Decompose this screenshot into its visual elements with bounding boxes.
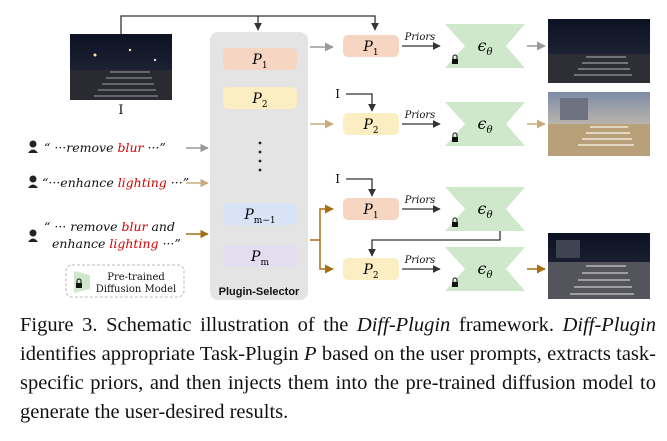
- lock-icon: [452, 217, 458, 227]
- caption-emphasis: Diff-Plugin: [356, 314, 451, 336]
- plugin-selector-pm-box: [223, 245, 297, 267]
- plugin-selector-pm1-box: [223, 203, 297, 225]
- row1-diffusion-model: [445, 24, 525, 68]
- plugin-selector-p1-box: [223, 48, 297, 70]
- row3-i-label: I: [335, 172, 340, 186]
- figure-caption: Figure 3. Schematic illustration of the …: [20, 311, 656, 427]
- caption-text: Schematic illustration of the: [97, 314, 357, 336]
- row1-priors-label: Priors: [404, 32, 436, 43]
- legend-line1: Pre-trained: [107, 272, 165, 283]
- row4-plugin-box: [343, 258, 399, 280]
- framework-diagram: I P1 P2 Pm−1 Pm Plugin-Selector “ ···rem…: [28, 15, 650, 300]
- output-image-1: [548, 19, 650, 83]
- input-top-connector: [120, 15, 379, 34]
- row3-plugin-box: [343, 198, 399, 220]
- row3-priors-label: Priors: [404, 195, 436, 206]
- row2-model-symbol: ϵθ: [478, 114, 493, 136]
- row4-diffusion-model: [445, 247, 525, 291]
- caption-figure-number: Figure 3.: [20, 314, 98, 336]
- input-image: [70, 34, 172, 100]
- row3-to-row4-arrow: [368, 231, 501, 257]
- row2-i-arrow: [346, 93, 376, 112]
- caption-text: based on the user prompts, extracts task…: [20, 343, 656, 423]
- caption-text: framework.: [450, 314, 563, 336]
- output-image-2: [548, 92, 650, 156]
- output-image-3: [548, 233, 650, 299]
- prompt-enhance-lighting: “···enhance lighting ···”: [42, 175, 189, 190]
- row2-diffusion-model: [445, 102, 525, 146]
- user-icon: [28, 140, 38, 153]
- caption-plugin-symbol: P: [303, 343, 317, 365]
- row3-plugin: P1: [362, 202, 378, 221]
- plugin-selector-pm: Pm: [250, 249, 269, 268]
- row1-plugin: P1: [362, 39, 378, 58]
- user-icon: [28, 175, 38, 188]
- row2-plugin-box: [343, 113, 399, 135]
- row4-plugin: P2: [362, 262, 378, 281]
- lock-icon: [76, 278, 82, 288]
- row3-model-symbol: ϵθ: [478, 199, 493, 221]
- row4-model-symbol: ϵθ: [478, 259, 493, 281]
- row2-i-label: I: [335, 87, 340, 101]
- row2-priors-label: Priors: [404, 110, 436, 121]
- plugin-selector-p1: P1: [251, 52, 267, 71]
- plugin-selector-title: Plugin-Selector: [219, 286, 300, 298]
- plugin-selector-p2: P2: [251, 91, 267, 110]
- prompt-remove-blur: “ ···remove blur ···”: [44, 140, 166, 155]
- caption-emphasis: Diff-Plugin: [562, 314, 656, 336]
- lock-icon: [452, 277, 458, 287]
- prompt-combined-line2: enhance lighting ···”: [52, 236, 181, 251]
- row3-i-arrow: [346, 178, 376, 197]
- row3-row4-selector-connector: [310, 204, 334, 274]
- row2-plugin: P2: [362, 117, 378, 136]
- plugin-selector-pm1: Pm−1: [243, 207, 275, 226]
- plugin-selector-ellipsis: [258, 141, 262, 172]
- input-image-label: I: [118, 103, 123, 118]
- plugin-selector-p2-box: [223, 87, 297, 109]
- legend-line2: Diffusion Model: [96, 284, 177, 295]
- lock-icon: [452, 132, 458, 142]
- row1-plugin-box: [343, 35, 399, 57]
- lock-icon: [452, 54, 458, 64]
- row3-diffusion-model: [445, 187, 525, 231]
- row4-priors-label: Priors: [404, 255, 436, 266]
- legend-box: [65, 264, 185, 298]
- prompt-combined-line1: “ ··· remove blur and: [44, 219, 175, 234]
- row1-model-symbol: ϵθ: [478, 36, 493, 58]
- caption-text: identifies appropriate Task-Plugin: [20, 343, 304, 365]
- user-icon: [28, 229, 38, 242]
